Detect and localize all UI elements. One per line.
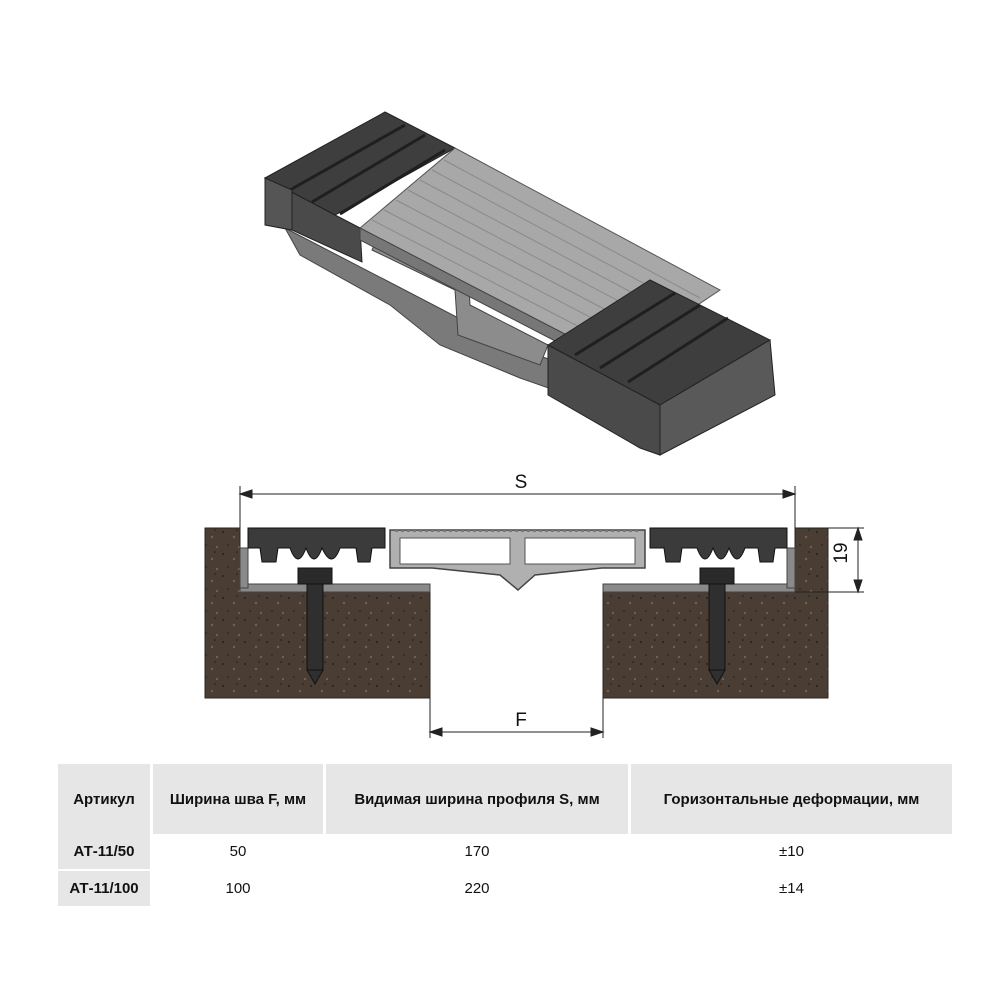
col-header-deformation: Горизонтальные деформации, мм <box>631 764 955 834</box>
dimension-s-label: S <box>515 472 528 493</box>
right-rubber-side <box>659 339 776 456</box>
anchor-bolt-left <box>297 567 333 686</box>
cell-deformation: ±14 <box>631 871 955 906</box>
base-plate-right <box>602 583 796 593</box>
cell-visible-width: 170 <box>326 834 631 871</box>
dimension-s <box>238 486 797 528</box>
col-header-joint-width: Ширина шва F, мм <box>153 764 326 834</box>
dimension-height <box>795 526 864 594</box>
central-profile-cavity-left <box>399 537 511 565</box>
rubber-seal-right <box>649 527 788 563</box>
table-row: АТ-11/100 100 220 ±14 <box>58 871 955 906</box>
col-header-visible-width: Видимая ширина профиля S, мм <box>326 764 631 834</box>
cell-visible-width: 220 <box>326 871 631 906</box>
base-frame-right <box>786 547 796 589</box>
cross-section-drawing: S F 19 <box>204 472 864 738</box>
central-profile-cavity-right <box>524 537 636 565</box>
profile-isometric-view <box>263 111 776 456</box>
base-frame-left <box>239 547 249 589</box>
spec-table-header-row: Артикул Ширина шва F, мм Видимая ширина … <box>58 764 955 834</box>
base-plate-left <box>239 583 431 593</box>
anchor-bolt-right <box>699 567 735 686</box>
dimension-height-label: 19 <box>831 542 852 563</box>
dimension-f-label: F <box>515 710 527 731</box>
cell-article: АТ-11/50 <box>58 834 153 871</box>
spec-table: Артикул Ширина шва F, мм Видимая ширина … <box>58 764 955 906</box>
dimension-f <box>428 698 605 738</box>
right-rubber-front <box>547 344 661 456</box>
left-rubber-end <box>264 177 293 231</box>
cell-article: АТ-11/100 <box>58 871 153 906</box>
col-header-article: Артикул <box>58 764 153 834</box>
cell-joint-width: 100 <box>153 871 326 906</box>
cell-deformation: ±10 <box>631 834 955 871</box>
table-row: АТ-11/50 50 170 ±10 <box>58 834 955 871</box>
rubber-seal-left <box>247 527 386 563</box>
cell-joint-width: 50 <box>153 834 326 871</box>
left-rubber-grooves <box>289 123 446 216</box>
right-rubber-grooves <box>574 291 729 384</box>
